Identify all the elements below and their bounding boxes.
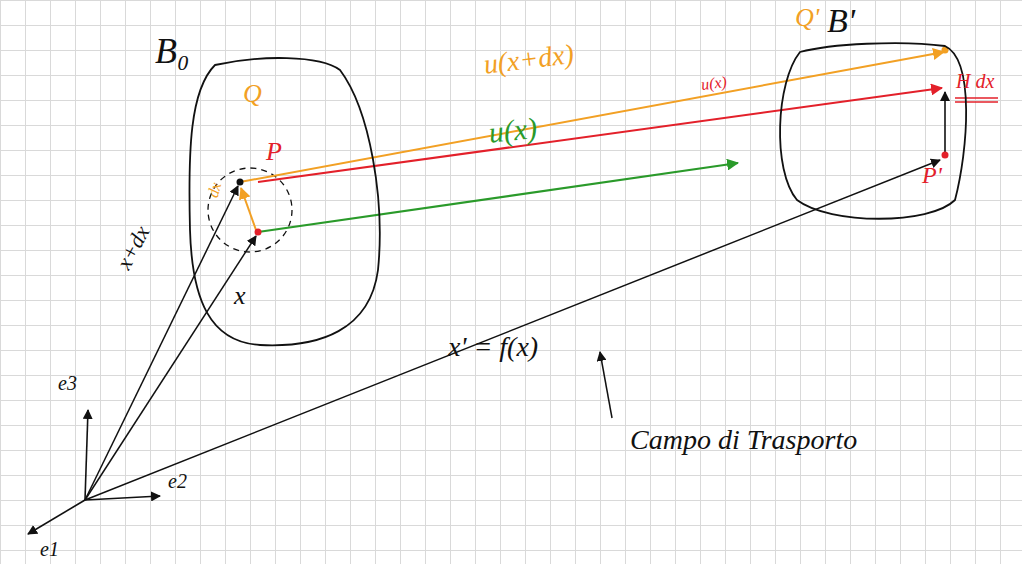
body-name: B₀: [155, 32, 190, 72]
point-label: Q': [795, 4, 819, 33]
point-p: [255, 229, 262, 236]
point-label: Q: [243, 80, 262, 109]
vector-label: u(x): [487, 111, 538, 149]
position-vectors: [85, 160, 940, 500]
axis-label: e1: [40, 538, 59, 560]
map-label: x' = f(x): [448, 332, 538, 363]
body-name: B': [827, 2, 855, 39]
displacement-q: [240, 52, 944, 182]
body-region: B₀: [150, 30, 385, 350]
displacement-p: [258, 163, 738, 232]
body-outline: [150, 30, 385, 350]
axis-label: e2: [168, 470, 187, 492]
body-region: B': [775, 0, 970, 230]
underline: [955, 101, 998, 103]
underline: [955, 97, 998, 99]
vector-label: x: [234, 282, 246, 311]
vector-label: dx: [204, 180, 225, 199]
axis-label: e3: [58, 372, 77, 394]
vector-label: u(x+dx): [482, 39, 575, 81]
point-label: P: [266, 138, 282, 167]
displacement-translated: [258, 88, 942, 182]
vector-label: u(x): [700, 73, 728, 94]
vector-label: x+dx: [112, 222, 155, 273]
point-p-prime: [942, 152, 949, 159]
point-q: [237, 179, 244, 186]
note: Campo di Trasporto: [630, 425, 857, 456]
body-outline: [775, 0, 970, 230]
dx-vector: [241, 188, 256, 230]
h-dx-vector: [944, 92, 946, 155]
basis-axes: [28, 410, 160, 534]
point-label: P': [922, 162, 942, 188]
vector-label: H dx: [956, 70, 994, 92]
